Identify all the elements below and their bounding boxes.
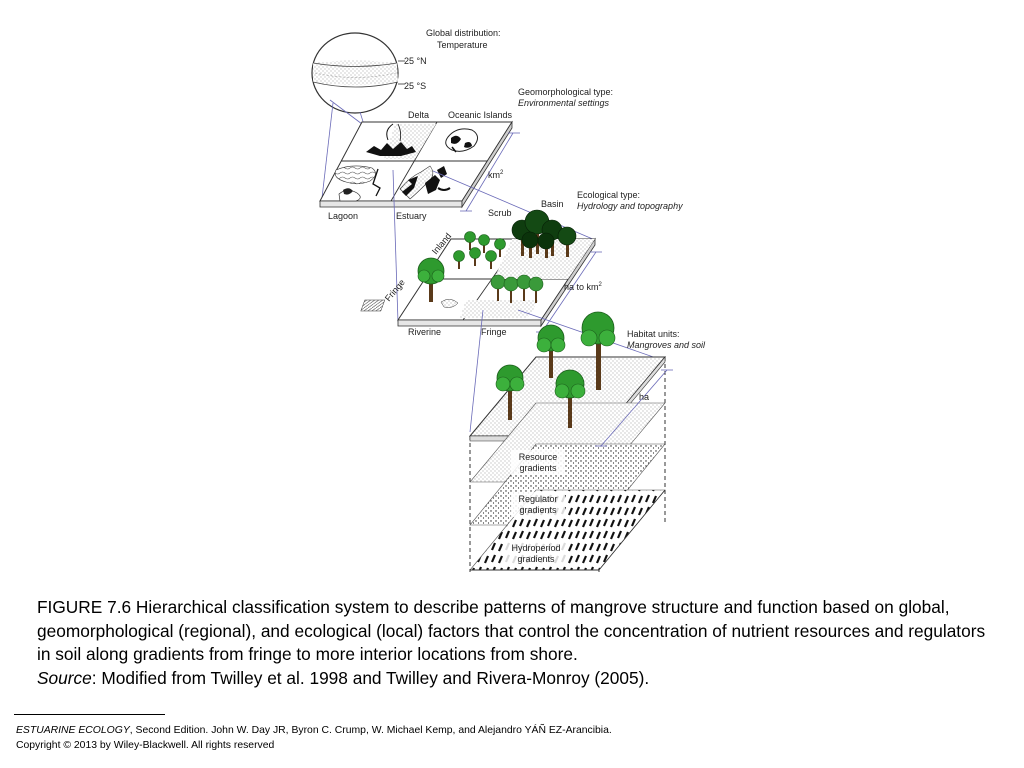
regulator-gradients-label-2: gradients xyxy=(519,505,557,515)
delta-label: Delta xyxy=(408,110,429,120)
lagoon-label: Lagoon xyxy=(328,211,358,221)
resource-gradients-label-2: gradients xyxy=(519,463,557,473)
habitat-subtitle: Mangroves and soil xyxy=(627,340,706,350)
globe xyxy=(311,32,405,114)
geomorph-subtitle: Environmental settings xyxy=(518,98,610,108)
ecological-title: Ecological type: xyxy=(577,190,640,200)
oceanic-islands-label: Oceanic Islands xyxy=(448,110,513,120)
fringe-side-label: Fringe xyxy=(383,277,407,303)
footer: ESTUARINE ECOLOGY, Second Edition. John … xyxy=(14,723,612,753)
fringe-tree xyxy=(417,257,445,302)
estuary-label: Estuary xyxy=(396,211,427,221)
caption-source-text: : Modified from Twilley et al. 1998 and … xyxy=(91,667,650,688)
geomorphological-plate xyxy=(319,120,513,209)
riverine-trees xyxy=(490,274,544,303)
ha-scale-bar xyxy=(595,369,673,447)
km2-scale-bar xyxy=(460,132,520,212)
ha-km2-scale-label: ha to km2 xyxy=(564,282,603,292)
caption-source-label: Source xyxy=(37,667,92,688)
basin-forest xyxy=(511,209,577,258)
scrub-label: Scrub xyxy=(488,208,512,218)
riverine-label: Riverine xyxy=(408,327,441,337)
footer-copyright: Copyright © 2013 by Wiley-Blackwell. All… xyxy=(16,740,275,751)
footer-reference-text: , Second Edition. John W. Day JR, Byron … xyxy=(129,725,612,736)
regulator-gradients-label-1: Regulator xyxy=(518,494,557,504)
figure-caption: FIGURE 7.6 Hierarchical classification s… xyxy=(37,596,997,690)
resource-gradients-label-1: Resource xyxy=(519,452,558,462)
geomorph-title: Geomorphological type: xyxy=(518,87,613,97)
footer-divider xyxy=(14,714,165,715)
global-subtitle: Temperature xyxy=(437,40,488,50)
lat-south-label: 25 °S xyxy=(404,81,426,91)
basin-label: Basin xyxy=(541,199,564,209)
ha-scale-label: ha xyxy=(639,392,649,402)
hydroperiod-gradients-label-1: Hydroperiod xyxy=(511,543,560,553)
mangrove-classification-diagram: Global distribution: Temperature 25 °N 2… xyxy=(311,28,706,572)
hydroperiod-gradients-label-2: gradients xyxy=(517,554,555,564)
footer-book-title: ESTUARINE ECOLOGY xyxy=(16,725,130,736)
habitat-trees xyxy=(495,311,616,428)
global-title: Global distribution: xyxy=(426,28,501,38)
ecological-subtitle: Hydrology and topography xyxy=(577,201,683,211)
fringe-label: Fringe xyxy=(481,327,507,337)
habitat-soil-block xyxy=(468,356,667,572)
caption-figure-text: FIGURE 7.6 Hierarchical classification s… xyxy=(37,597,986,665)
habitat-title: Habitat units: xyxy=(627,329,680,339)
footer-reference: ESTUARINE ECOLOGY, Second Edition. John … xyxy=(16,723,612,738)
scrub-trees xyxy=(453,231,506,269)
caption-source: Source: Modified from Twilley et al. 199… xyxy=(37,667,997,691)
lat-north-label: 25 °N xyxy=(404,56,427,66)
km2-scale-label: km2 xyxy=(488,170,504,180)
